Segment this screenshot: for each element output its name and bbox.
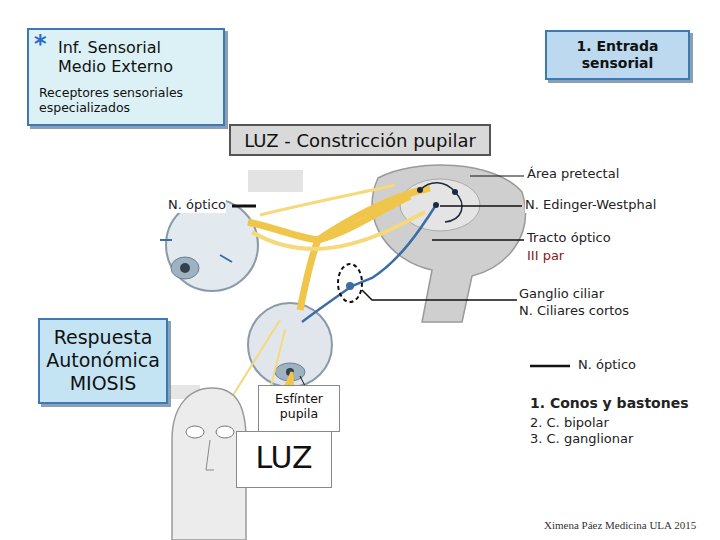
anatomy-label: 1. Conos y bastones (530, 395, 689, 412)
leader-line (362, 290, 517, 300)
anatomy-label: Tracto óptico (527, 230, 611, 246)
optic-tract (252, 212, 425, 249)
blue-arrow (160, 239, 172, 241)
head-eye (186, 426, 204, 438)
info-box: *Inf. Sensorial Medio ExternoReceptores … (27, 28, 225, 126)
pretectal-link (445, 192, 462, 222)
leader-line (440, 205, 522, 207)
nucleus-dot (452, 189, 458, 195)
anatomy-label: III par (527, 248, 564, 264)
head-nose (206, 440, 214, 470)
step-box: 1. Entrada sensorial (545, 30, 690, 80)
head-eye (216, 426, 234, 438)
node-text: Respuesta Autonómica MIOSIS (43, 326, 163, 394)
node-text: Esfínter pupila (261, 391, 337, 421)
eyeball (166, 199, 258, 291)
anatomy-label: N. Ciliares cortos (519, 303, 629, 319)
optic-tract (260, 185, 395, 215)
node-text: LUZ - Constricción pupilar (235, 130, 485, 152)
brainstem (372, 165, 525, 322)
midbrain (400, 179, 480, 231)
node-text: 1. Entrada sensorial (551, 38, 684, 72)
nucleus-dot (433, 202, 439, 208)
response-box: Respuesta Autonómica MIOSIS (38, 318, 168, 404)
anatomy-label: Área pretectal (527, 166, 619, 182)
watermark: Ximena Páez Medicina ULA 2015 (544, 519, 696, 532)
anatomy-label: N. Edinger-Westphal (525, 197, 656, 213)
leader-line (232, 205, 256, 208)
anatomy-label: 2. C. bipolar (530, 415, 609, 431)
pupil (180, 263, 190, 273)
anatomy-label: 3. C. ganglionar (530, 431, 633, 447)
node-text: Receptores sensoriales especializados (39, 85, 219, 115)
leader-line (470, 176, 524, 177)
light-box: LUZ (236, 431, 332, 488)
head-figure (172, 388, 246, 540)
pretectal-link (420, 183, 455, 192)
title-box: LUZ - Constricción pupilar (229, 124, 491, 156)
legend-line-sample (530, 365, 570, 368)
label-box: Esfínter pupila (258, 385, 340, 432)
ciliary-ganglion (346, 282, 354, 290)
anatomy-label: N. óptico (168, 197, 226, 213)
blue-arrow (220, 255, 232, 262)
legend-text: N. óptico (578, 357, 636, 373)
ganglion-outline (338, 264, 362, 302)
node-text: * (34, 30, 54, 59)
blank-patch (248, 170, 303, 192)
nucleus-dot (417, 187, 423, 193)
iris (171, 257, 199, 279)
node-text: LUZ (239, 440, 329, 476)
anatomy-label: Ganglio ciliar (519, 286, 604, 302)
oculomotor-nerve (302, 205, 436, 322)
node-text: Inf. Sensorial Medio Externo (58, 38, 188, 76)
leader-line (432, 239, 524, 241)
